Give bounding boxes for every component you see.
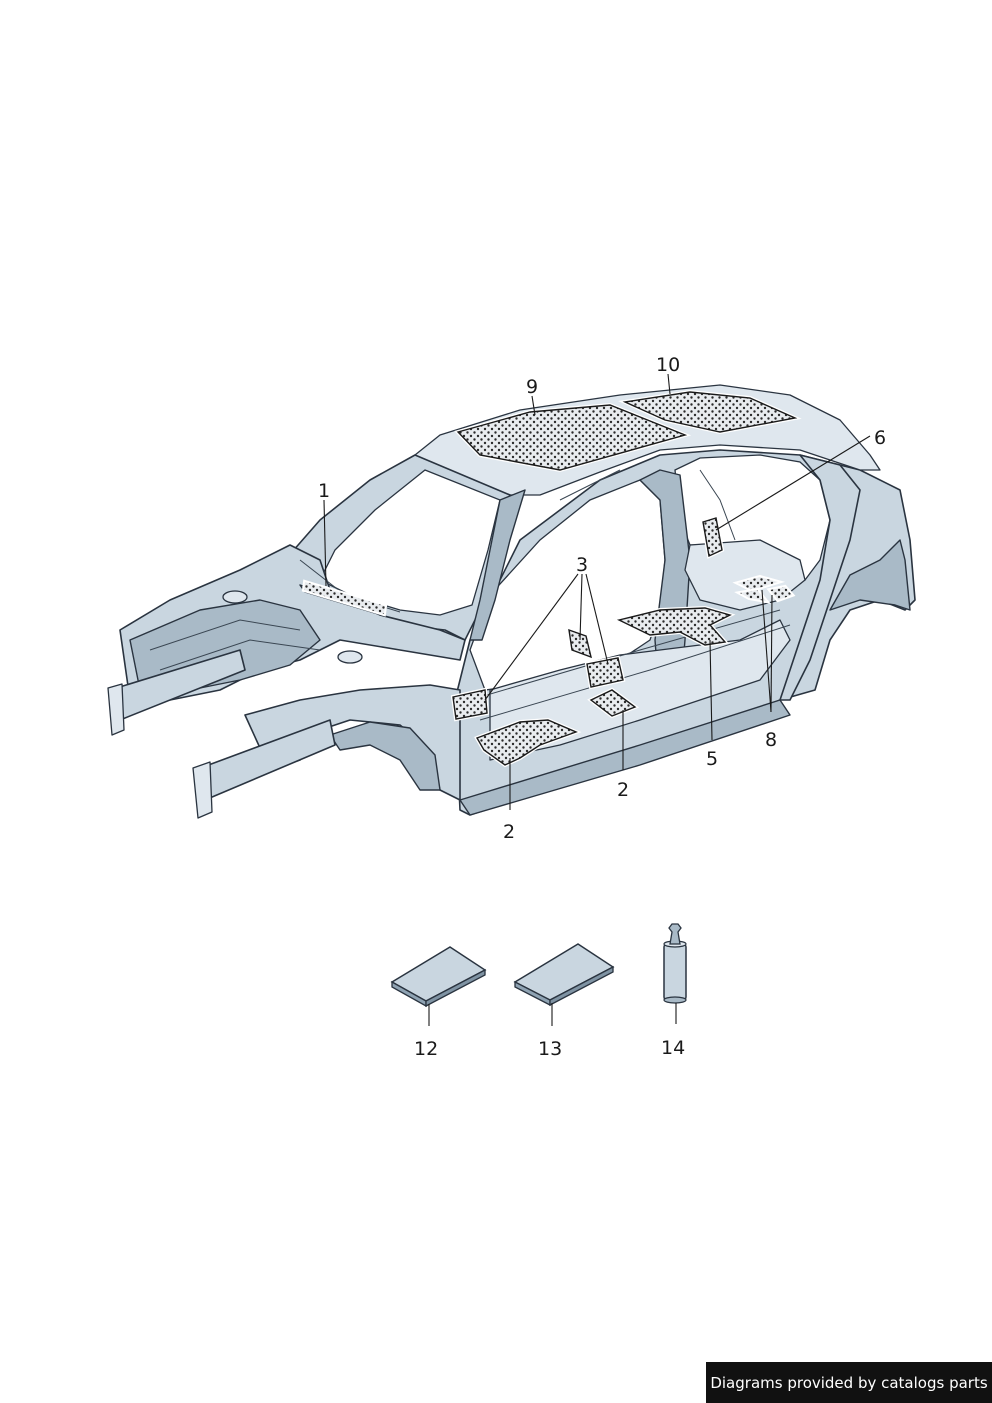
callout-13: 13 [538, 1038, 562, 1060]
pad-8b [734, 587, 771, 604]
callout-5: 5 [706, 748, 718, 770]
callout-1: 1 [318, 480, 330, 502]
pad-8c [766, 584, 796, 603]
cowl-pad [301, 579, 388, 617]
callout-6: 6 [874, 427, 886, 449]
callout-2-middle: 2 [617, 779, 629, 801]
pad-8a [732, 574, 786, 593]
leader-lines [323, 373, 871, 1026]
bottle-14 [663, 923, 687, 1004]
callout-10: 10 [656, 354, 680, 376]
insulation-pads [301, 389, 802, 768]
credit-banner: Diagrams provided by catalogs parts [706, 1362, 992, 1403]
callout-3: 3 [576, 554, 588, 576]
callout-labels: 1 9 10 6 3 2 2 5 8 12 13 14 [318, 354, 886, 1060]
callout-14: 14 [661, 1037, 685, 1059]
callout-2-front: 2 [503, 821, 515, 843]
pad-sheet-12 [390, 946, 487, 1008]
credit-text: Diagrams provided by catalogs parts [710, 1373, 988, 1392]
callout-12: 12 [414, 1038, 438, 1060]
callout-9: 9 [526, 376, 538, 398]
pad-sheet-13 [513, 943, 615, 1007]
callout-8: 8 [765, 729, 777, 751]
